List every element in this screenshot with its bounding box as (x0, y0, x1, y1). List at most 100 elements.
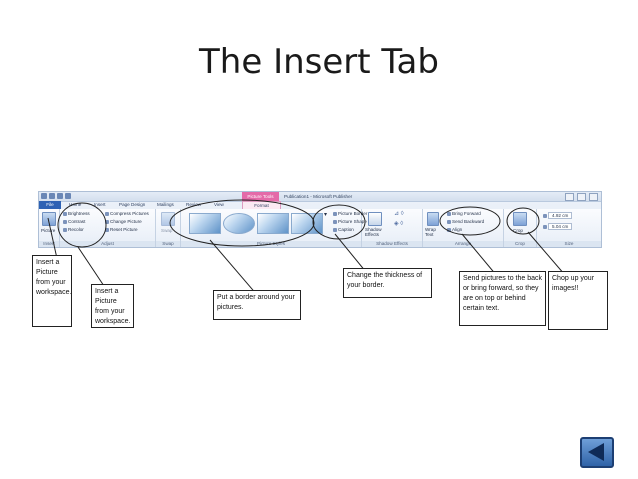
height-value: 4.92 cm (548, 212, 573, 219)
swap-icon[interactable] (161, 212, 175, 226)
contrast-button[interactable]: Contrast (63, 218, 85, 225)
picture-border-button[interactable]: Picture Border (333, 210, 367, 217)
callout-border-thickness: Change the thickness of your border. (343, 268, 432, 298)
tab-format[interactable]: Format (242, 201, 281, 209)
wrap-text-button[interactable]: Wrap Text (425, 227, 436, 237)
picture-style-2[interactable] (223, 213, 255, 234)
reset-picture-label: Reset Picture (110, 227, 138, 232)
compress-icon (105, 211, 109, 216)
tab-home[interactable]: Home (69, 202, 82, 207)
send-backward-icon (447, 219, 451, 224)
maximize-icon[interactable] (577, 193, 586, 201)
crop-icon[interactable] (513, 212, 527, 226)
height-icon (543, 213, 547, 218)
nudge-shadow-icon[interactable]: ⊿ ◊ (394, 211, 404, 217)
reset-picture-button[interactable]: Reset Picture (105, 226, 138, 233)
shadow-toggle-icon[interactable]: ◈ ◊ (394, 221, 404, 227)
picture-shape-button[interactable]: Picture Shape (333, 218, 367, 225)
undo-icon[interactable] (57, 193, 63, 199)
send-backward-label: Send Backward (452, 219, 485, 224)
callout-insert-picture-2: Insert a Picture from your workspace. (91, 284, 134, 328)
picture-style-3[interactable] (257, 213, 289, 234)
picture-border-label: Picture Border (338, 211, 368, 216)
caption-button[interactable]: Caption (333, 226, 354, 233)
height-field[interactable]: 4.92 cm (543, 212, 573, 219)
app-icon[interactable] (41, 193, 47, 199)
back-nav-button[interactable] (580, 437, 614, 468)
crop-button[interactable]: Crop (513, 228, 523, 233)
contrast-icon (63, 219, 67, 224)
group-label-crop: Crop (504, 241, 536, 247)
title-bar: Picture Tools Publication1 - Microsoft P… (39, 192, 601, 202)
crop-ellipse (506, 207, 540, 235)
tab-view[interactable]: View (214, 202, 224, 207)
group-arrange: Wrap Text Bring Forward Send Backward Al… (423, 209, 504, 247)
contrast-label: Contrast (68, 219, 86, 224)
reset-icon (105, 227, 109, 232)
callout-picture-border: Put a border around your pictures. (213, 290, 301, 320)
width-field[interactable]: 5.04 cm (543, 223, 573, 230)
change-picture-icon (105, 219, 109, 224)
minimize-icon[interactable] (565, 193, 574, 201)
tab-mailings[interactable]: Mailings (157, 202, 174, 207)
align-icon (447, 227, 451, 232)
change-picture-button[interactable]: Change Picture (105, 218, 142, 225)
picture-border-icon (333, 211, 337, 216)
brightness-icon (63, 211, 67, 216)
picture-styles-ellipse (169, 199, 315, 247)
change-picture-label: Change Picture (110, 219, 142, 224)
compress-pictures-button[interactable]: Compress Pictures (105, 210, 149, 217)
caption-icon (333, 227, 337, 232)
group-label-shadow-effects: Shadow Effects (362, 241, 422, 247)
brightness-button[interactable]: Brightness (63, 210, 90, 217)
window-title: Publication1 - Microsoft Publisher (284, 194, 353, 199)
save-icon[interactable] (49, 193, 55, 199)
tab-page-design[interactable]: Page Design (119, 202, 146, 207)
width-icon (543, 224, 547, 229)
recolor-icon (63, 227, 67, 232)
ribbon: Picture Tools Publication1 - Microsoft P… (38, 191, 602, 248)
tab-review[interactable]: Review (186, 202, 202, 207)
back-arrow-icon (588, 443, 604, 461)
picture-style-1[interactable] (189, 213, 221, 234)
picture-icon[interactable] (42, 212, 56, 226)
send-backward-button[interactable]: Send Backward (447, 218, 484, 225)
picture-button[interactable]: Picture (41, 228, 56, 233)
align-button[interactable]: Align (447, 226, 462, 233)
redo-icon[interactable] (65, 193, 71, 199)
group-label-arrange: Arrange (423, 241, 503, 247)
picture-shape-icon (333, 219, 337, 224)
leader-line-2 (77, 246, 105, 287)
callout-arrange: Send pictures to the back or bring forwa… (459, 271, 546, 326)
picture-shape-label: Picture Shape (338, 219, 367, 224)
bring-forward-label: Bring Forward (452, 211, 481, 216)
caption-label: Caption (338, 227, 354, 232)
wrap-text-icon[interactable] (427, 212, 439, 226)
swap-button[interactable]: Swap (161, 228, 173, 233)
group-label-swap: Swap (156, 241, 180, 247)
group-adjust: Brightness Contrast Recolor Compress Pic… (60, 209, 156, 247)
recolor-button[interactable]: Recolor (63, 226, 84, 233)
tab-insert[interactable]: Insert (94, 202, 106, 207)
ribbon-groups: Picture Insert Brightness Contrast Recol… (39, 209, 601, 247)
group-shadow-effects: Shadow Effects ⊿ ◊ ◈ ◊ Shadow Effects (362, 209, 423, 247)
quick-access-toolbar (41, 193, 71, 199)
shadow-effects-icon[interactable] (368, 212, 382, 226)
close-icon[interactable] (589, 193, 598, 201)
group-label-adjust: Adjust (60, 241, 155, 247)
styles-scroll-icon[interactable]: ▾ (324, 212, 328, 218)
ribbon-tabs: File Home Insert Page Design Mailings Re… (39, 201, 601, 209)
width-value: 5.04 cm (548, 223, 573, 230)
group-insert: Picture Insert (39, 209, 60, 247)
group-label-size: Size (537, 241, 601, 247)
group-size: 4.92 cm 5.04 cm Size (537, 209, 601, 247)
group-label-insert: Insert (39, 241, 59, 247)
picture-tools-context-tab: Picture Tools (242, 192, 279, 201)
shadow-effects-button[interactable]: Shadow Effects (365, 227, 382, 237)
leader-line-3 (209, 239, 259, 297)
tab-file[interactable]: File (39, 201, 61, 209)
group-swap: Swap Swap (156, 209, 181, 247)
bring-forward-button[interactable]: Bring Forward (447, 210, 481, 217)
window-controls (565, 193, 598, 201)
